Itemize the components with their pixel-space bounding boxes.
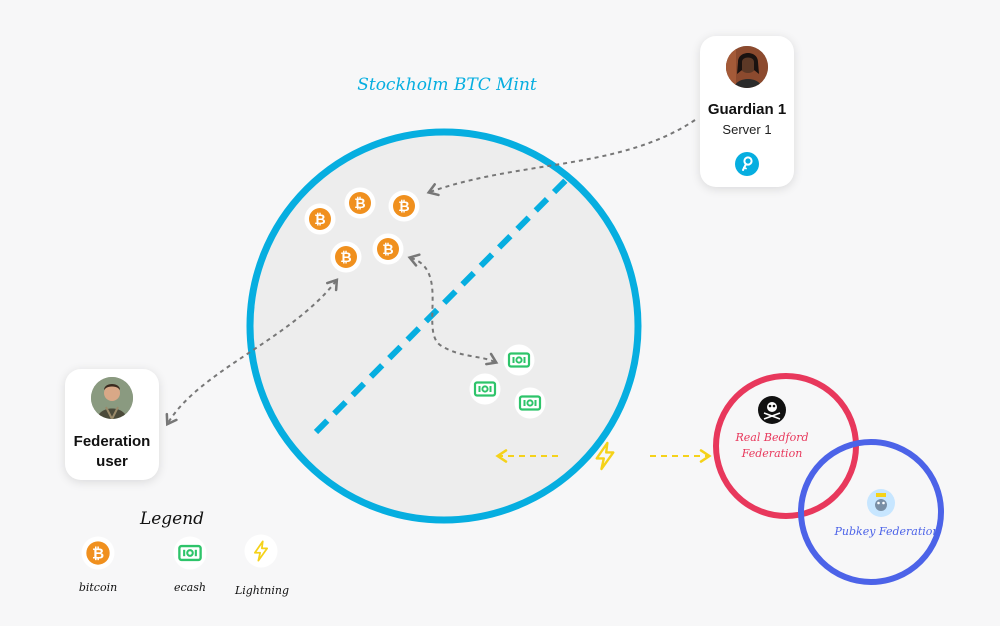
key-icon[interactable] bbox=[735, 152, 759, 176]
bitcoin-icon bbox=[330, 241, 362, 273]
legend-ecash-label: ecash bbox=[174, 581, 206, 594]
legend-title: Legend bbox=[139, 509, 204, 529]
user-bitcoin-arrow bbox=[165, 278, 339, 427]
skull-icon bbox=[758, 396, 786, 424]
mint-divider-line bbox=[313, 173, 573, 435]
bitcoin-ecash-arrow bbox=[407, 253, 499, 366]
mint-circle bbox=[246, 128, 642, 524]
legend-bitcoin-label: bitcoin bbox=[79, 581, 117, 594]
pubkey-logo-icon bbox=[867, 489, 895, 517]
legend-bitcoin-icon bbox=[81, 536, 115, 570]
pubkey-federation-label: Pubkey Federation bbox=[834, 525, 940, 538]
legend-lightning-icon bbox=[244, 534, 278, 568]
bitcoin-icon bbox=[304, 203, 336, 235]
guardian-to-bitcoin-arrow bbox=[426, 119, 696, 197]
guardian-card[interactable]: Guardian 1 Server 1 bbox=[700, 36, 794, 187]
real-bedford-federation-circle bbox=[713, 373, 859, 519]
ecash-icon bbox=[503, 344, 535, 376]
bitcoin-icon bbox=[344, 187, 376, 219]
mint-title: Stockholm BTC Mint bbox=[357, 75, 537, 95]
ecash-icon bbox=[469, 373, 501, 405]
user-avatar bbox=[91, 377, 133, 419]
legend-lightning-label: Lightning bbox=[234, 584, 289, 597]
bitcoin-icon bbox=[372, 233, 404, 265]
guardian-name: Guardian 1 bbox=[707, 101, 787, 118]
bitcoin-icon bbox=[388, 190, 420, 222]
guardian-avatar bbox=[726, 46, 768, 88]
ecash-icon bbox=[514, 387, 546, 419]
guardian-server: Server 1 bbox=[722, 122, 772, 137]
pubkey-federation-circle bbox=[798, 439, 944, 585]
federation-user-label: Federation user bbox=[73, 433, 151, 470]
legend-ecash-icon bbox=[173, 536, 207, 570]
federation-user-card[interactable]: Federation user bbox=[65, 369, 159, 480]
